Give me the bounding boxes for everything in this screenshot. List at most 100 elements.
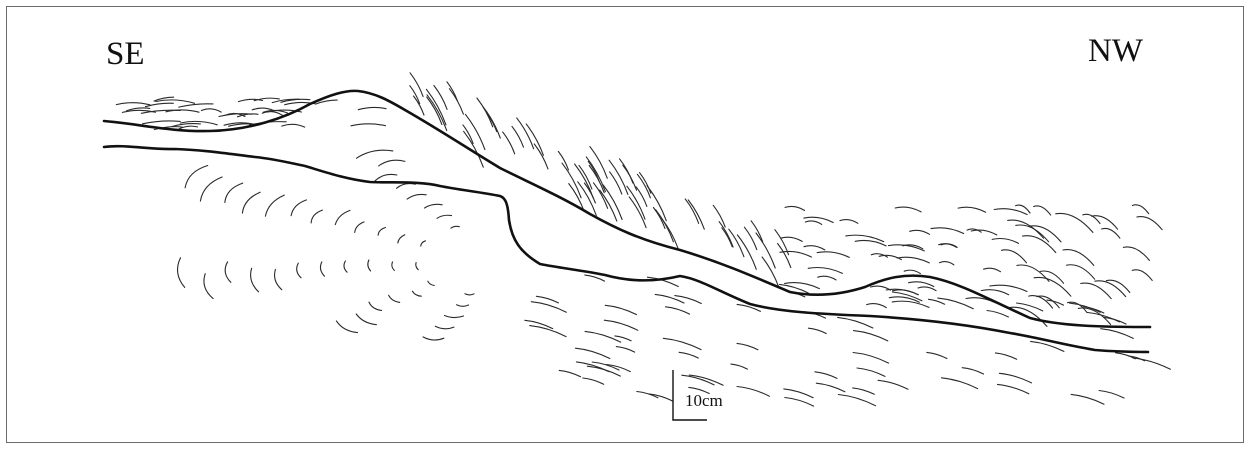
hatch-stroke (449, 89, 463, 115)
hatch-stroke (994, 209, 1027, 215)
hatch-stroke (607, 365, 631, 372)
hatch-stroke (817, 252, 849, 258)
hatch-stroke (585, 331, 621, 342)
hatch-stroke (336, 321, 357, 333)
hatch-stroke (375, 174, 397, 180)
hatch-stroke (653, 208, 665, 229)
hatch-stroke (958, 207, 986, 212)
hatch-stroke (1017, 303, 1043, 311)
hatch-stroke (397, 184, 416, 189)
hatch-stroke (785, 206, 804, 210)
hatch-stroke (185, 166, 208, 188)
hatch-stroke (895, 207, 921, 212)
hatch-stroke (389, 295, 400, 302)
hatch-stroke (904, 270, 920, 273)
hatch-stroke (282, 124, 305, 127)
hatch-stroke (576, 348, 610, 358)
hatch-stroke (689, 375, 723, 385)
hatch-stroke (355, 222, 364, 233)
hatch-stroke (838, 395, 875, 406)
hatch-stroke (685, 199, 699, 224)
hatch-stroke (867, 304, 887, 308)
hatch-stroke (816, 383, 845, 392)
hatch-stroke (424, 204, 442, 208)
hatch-stroke (410, 86, 420, 104)
hatch-stroke (530, 326, 566, 337)
hatch-stroke (929, 299, 945, 304)
hatch-stroke (178, 258, 185, 288)
hatch-stroke (605, 305, 636, 314)
hatch-stroke (368, 260, 371, 271)
hatch-stroke (744, 227, 756, 249)
hatch-stroke (939, 244, 957, 248)
hatch-stroke (1067, 265, 1095, 279)
hatch-stroke (1102, 228, 1120, 238)
hatch-stroke (627, 186, 645, 219)
hatch-stroke (737, 387, 769, 397)
hatch-stroke (713, 205, 725, 227)
hatch-stroke (291, 200, 306, 216)
hatch-stroke (465, 114, 485, 149)
hatch-stroke (204, 274, 213, 299)
hatch-stroke (225, 183, 243, 202)
hatch-stroke (805, 221, 821, 224)
hatch-stroke (451, 226, 459, 228)
hatch-stroke (434, 86, 447, 110)
hatch-stroke (407, 194, 426, 199)
hatch-stroke (435, 326, 454, 329)
hatch-stroke (804, 246, 825, 250)
hatch-stroke (252, 108, 273, 110)
hatch-stroke (1092, 216, 1118, 229)
hatch-stroke (998, 384, 1029, 393)
hatch-stroke (1099, 391, 1124, 399)
hatch-stroke (378, 228, 385, 236)
hatch-stroke (487, 113, 497, 131)
hatch-stroke (320, 262, 324, 276)
hatch-stroke (840, 220, 858, 224)
hatch-stroke (536, 296, 558, 303)
hatch-stroke (675, 296, 702, 304)
hatch-stroke (200, 177, 222, 201)
hatch-stroke (398, 235, 405, 243)
hatch-stroke (737, 343, 758, 349)
hatch-stroke (818, 276, 836, 280)
hatch-stroke (1023, 236, 1056, 253)
hatch-stroke (940, 262, 954, 265)
hatch-stroke (238, 99, 262, 101)
hatch-stroke (1040, 271, 1064, 283)
hatch-stroke (610, 172, 622, 194)
hatch-stroke (838, 317, 873, 328)
hatch-stroke (962, 368, 983, 374)
hatch-stroke (116, 103, 150, 105)
hatch-stroke (465, 294, 474, 295)
hatch-stroke (1071, 394, 1104, 404)
hatch-stroke (751, 221, 763, 242)
hatch-stroke (637, 174, 650, 198)
hatch-stroke (853, 353, 889, 364)
hatch-stroke (242, 192, 260, 213)
hatch-stroke (663, 338, 701, 349)
hatch-stroke (583, 378, 604, 384)
hatch-stroke (889, 245, 925, 251)
hatch-stroke (909, 282, 934, 287)
hatch-stroke (1132, 205, 1148, 214)
hatch-stroke (463, 125, 473, 144)
hatch-stroke (585, 275, 605, 281)
hatch-stroke (1133, 358, 1171, 369)
hatch-stroke (778, 244, 791, 268)
hatch-stroke (179, 104, 213, 107)
hatch-stroke (437, 215, 452, 218)
hatch-stroke (590, 147, 607, 179)
hatch-stroke (603, 185, 622, 220)
hatch-stroke (531, 302, 566, 313)
hatch-stroke (1137, 217, 1162, 230)
hatch-stroke (392, 262, 395, 271)
hatch-stroke (512, 126, 524, 147)
hatch-stroke (428, 281, 435, 285)
hatch-stroke (879, 255, 901, 259)
hatch-stroke (784, 389, 813, 398)
hatch-stroke (421, 241, 426, 246)
hatch-stroke (855, 240, 886, 245)
hatch-stroke (857, 368, 885, 376)
hatch-stroke (423, 337, 444, 340)
